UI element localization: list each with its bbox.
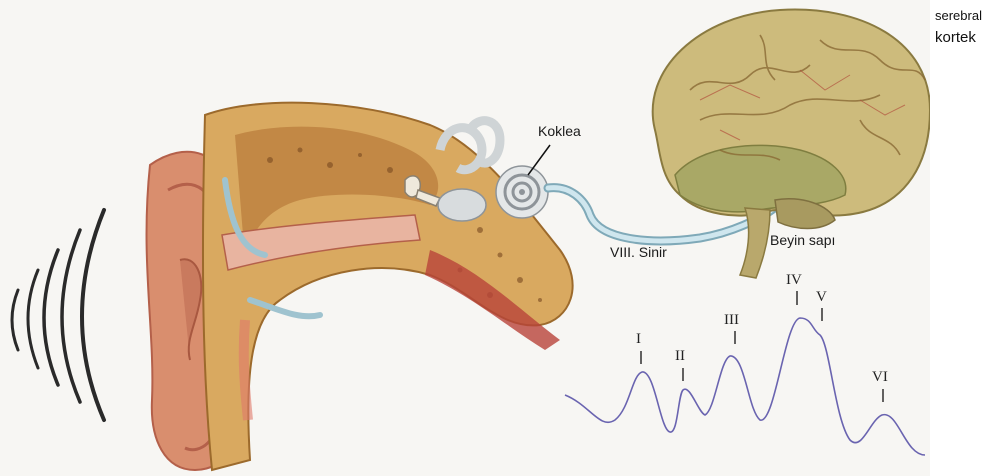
sound-waves-icon [12, 210, 104, 420]
brainstem-label: Beyin sapı [770, 232, 835, 248]
wave-label-iv: IV [786, 272, 802, 288]
nerve-label: VIII. Sinir [610, 244, 667, 260]
wave-label-iii: III [724, 312, 739, 328]
cochlea-label: Koklea [538, 123, 581, 139]
wave-label-ii: II [675, 348, 685, 364]
cochlea-pointer [528, 145, 550, 175]
wave-label-i: I [636, 331, 641, 347]
abr-waveform [565, 318, 925, 455]
cerebral-cortex-label-line2: kortek [935, 30, 976, 45]
temporal-bone [203, 103, 573, 470]
wave-label-v: V [816, 289, 827, 305]
wave-label-vi: VI [872, 369, 888, 385]
cerebral-cortex-label-line1: serebral [935, 9, 982, 22]
auditory-pathway-diagram: Koklea VIII. Sinir Beyin sapı I II III I… [0, 0, 930, 476]
